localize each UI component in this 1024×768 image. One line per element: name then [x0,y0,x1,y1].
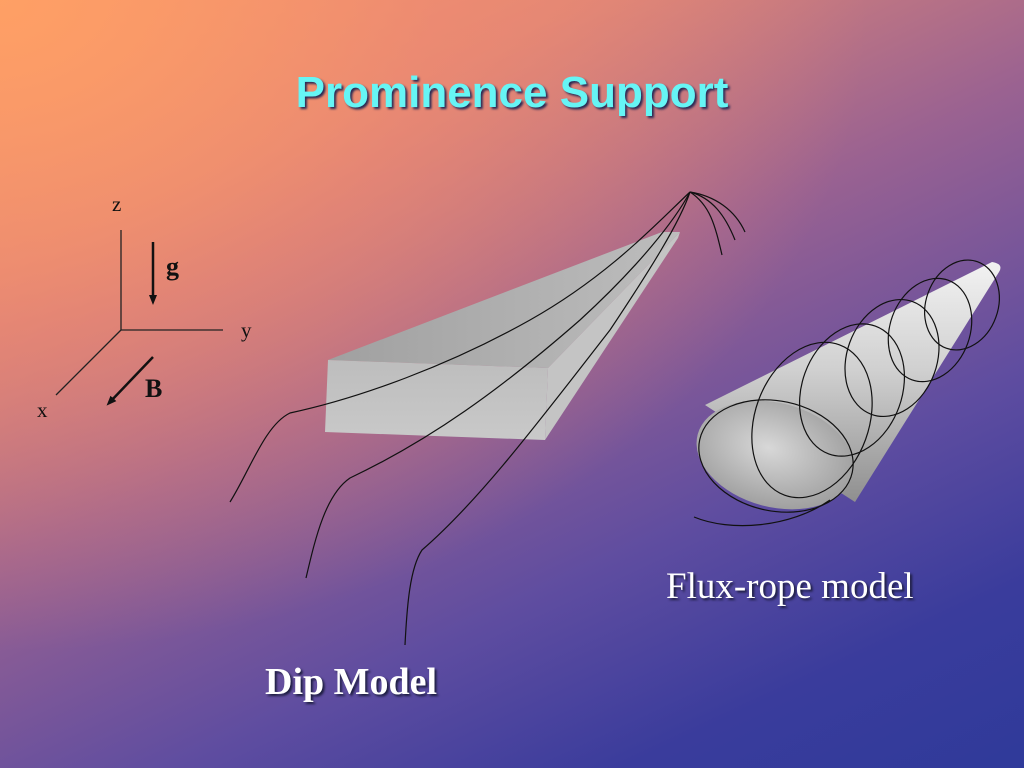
helix-loop [887,277,973,383]
dip-model-caption: Dip Model [265,661,438,703]
gravity-label: g [166,252,179,281]
helical-field-lines [693,259,1000,527]
helix-tail [693,499,831,527]
flux-rope-cone [696,262,1001,510]
field-arrow [106,356,154,406]
slab-side-face [545,232,680,440]
dip-field-lines [229,191,746,646]
helix-loop [751,341,873,499]
helix-loop [698,399,854,513]
field-line [404,191,691,646]
flux-rope-caption: Flux-rope model [666,566,914,607]
x-axis-label: x [37,398,48,422]
dip-model-slab [325,232,680,440]
field-line [689,191,746,233]
field-line [689,191,723,256]
cone-base [696,400,854,510]
field-line [689,191,736,241]
helix-loop [844,298,940,418]
y-axis-label: y [241,318,252,342]
z-axis-label: z [112,192,122,216]
slab-front-face [325,360,548,440]
field-label: B [145,374,163,403]
slide-title: Prominence Support [295,68,729,117]
slab-top-face [328,232,680,368]
field-line [229,191,691,503]
helix-loop [924,259,1000,351]
helix-loop [798,323,906,457]
x-axis [55,329,122,396]
field-line [305,191,691,579]
coordinate-axes [55,230,223,396]
